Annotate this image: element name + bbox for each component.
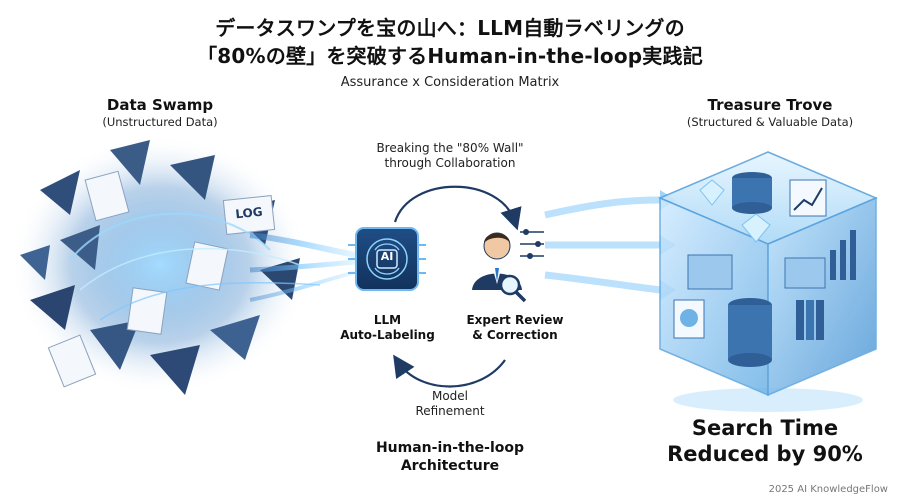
title-line-2: 「80%の壁」を突破するHuman-in-the-loop実践記	[197, 44, 703, 68]
treasure-trove-heading: Treasure Trove	[707, 96, 833, 114]
data-swamp-subheading: (Unstructured Data)	[102, 115, 218, 129]
llm-label-line-2: Auto-Labeling	[340, 328, 435, 342]
collaboration-label-line-1: Breaking the "80% Wall"	[376, 141, 524, 155]
loop-arrow-top	[393, 185, 522, 231]
result-line-1: Search Time	[691, 416, 839, 440]
magnifier-icon	[499, 274, 527, 303]
expert-label-line-1: Expert Review	[466, 313, 564, 327]
collaboration-label-line-2: through Collaboration	[384, 156, 516, 170]
treasure-trove-subheading: (Structured & Valuable Data)	[686, 115, 854, 129]
loop-arrow-bottom	[393, 354, 506, 388]
subtitle: Assurance x Consideration Matrix	[340, 75, 560, 90]
ai-chip-icon	[348, 227, 426, 291]
llm-label-line-1: LLM	[373, 313, 402, 327]
data-stream-right	[544, 190, 676, 300]
treasure-cube-graphic	[658, 151, 878, 412]
data-stream-left	[249, 232, 356, 302]
architecture-label-line-1: Human-in-the-loop	[375, 440, 525, 456]
ai-chip-label: AI	[380, 250, 394, 263]
expert-label-line-2: & Correction	[472, 328, 558, 342]
refinement-label-line-1: Model	[431, 389, 469, 403]
data-swamp-graphic	[10, 135, 321, 395]
refinement-label-line-2: Refinement	[415, 404, 485, 418]
title-line-1: データスワンプを宝の山へ：LLM自動ラベリングの	[215, 16, 685, 40]
architecture-label-line-2: Architecture	[400, 458, 500, 474]
footer-credit: 2025 AI KnowledgeFlow	[768, 484, 888, 495]
sliders-icon	[520, 229, 544, 259]
data-swamp-heading: Data Swamp	[106, 96, 214, 114]
result-line-2: Reduced by 90%	[667, 442, 863, 466]
